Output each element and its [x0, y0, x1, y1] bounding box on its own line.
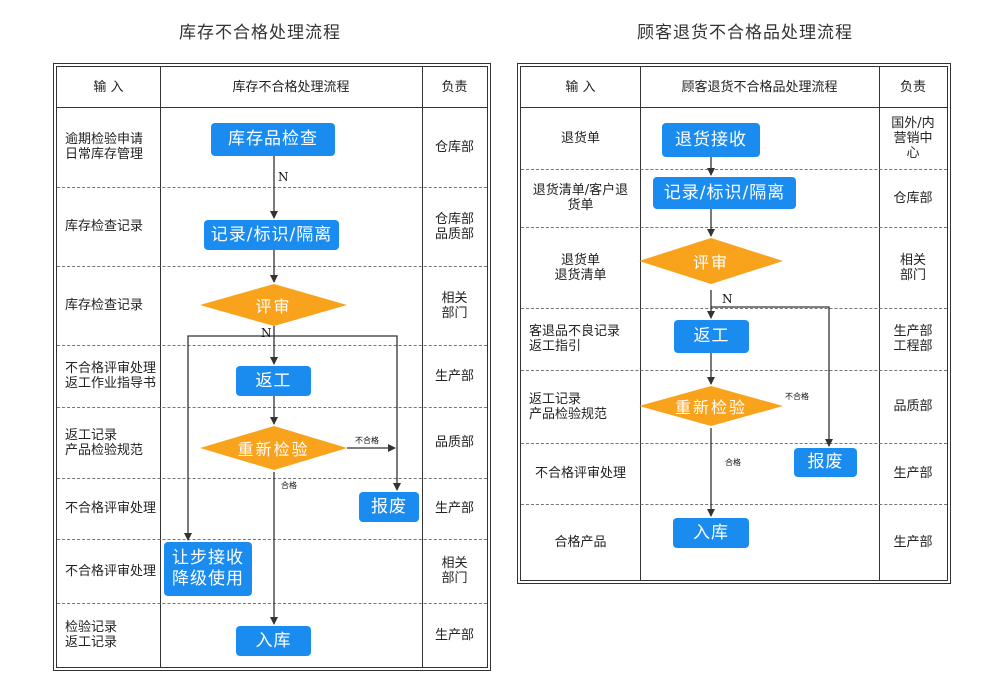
row-owner: 生产部 [434, 501, 474, 516]
right-review-diamond [639, 238, 783, 284]
right-reinspect-label: 重新检验 [674, 398, 747, 417]
row-owner: 生产部 [893, 466, 933, 481]
row-input: 退货单 [560, 130, 600, 146]
right-fail-label: 不合格 [785, 392, 809, 401]
right-reinspect-diamond [639, 386, 783, 426]
row-owner: 国外/内 营销中 心 [891, 115, 935, 161]
left-page-title: 库存不合格处理流程 [179, 23, 341, 43]
right-flow-table: 输 入 顾客退货不合格品处理流程 负责 退货单 国外/内 营销中 心 退货清单/… [520, 66, 948, 581]
row-owner: 品质部 [893, 399, 933, 414]
row-input: 库存检查记录 [65, 219, 144, 234]
left-record-node: 记录/标识/隔离 [204, 220, 339, 250]
left-check-node: 库存品检查 [211, 123, 335, 156]
left-n-label-1: N [278, 170, 289, 184]
right-receive-node: 退货接收 [662, 123, 760, 157]
row-owner: 生产部 [434, 368, 474, 384]
row-input: 不合格评审处理 [65, 563, 157, 579]
left-scrap-node: 报废 [359, 492, 419, 522]
right-record-node: 记录/标识/隔离 [653, 177, 796, 209]
left-reinspect-diamond [200, 426, 347, 470]
left-review-diamond [200, 284, 347, 326]
right-review-label: 评审 [692, 253, 729, 272]
row-input: 库存检查记录 [65, 298, 144, 313]
right-page-title: 顾客退货不合格品处理流程 [637, 23, 853, 43]
row-input: 返工记录 产品检验规范 [529, 391, 608, 422]
row-input: 客退品不良记录 返工指引 [529, 324, 621, 354]
row-owner: 生产部 工程部 [893, 324, 933, 354]
row-input: 逾期检验申请 日常库存管理 [65, 132, 144, 162]
row-input: 不合格评审处理 返工作业指导书 [65, 361, 157, 391]
left-n-label-2: N [261, 326, 272, 340]
row-owner: 相关 部门 [441, 556, 468, 586]
right-pass-label: 合格 [725, 458, 741, 467]
left-flow-table: 输 入 库存不合格处理流程 负责 逾期检验申请 日常库存管理 仓库部 库存检查记… [56, 66, 488, 668]
row-input: 不合格评审处理 [534, 466, 626, 481]
header-process: 库存不合格处理流程 [232, 79, 350, 95]
row-owner: 生产部 [893, 534, 933, 550]
branch-review-right [711, 306, 833, 447]
branch-review-left [184, 335, 274, 541]
row-input: 返工记录 产品检验规范 [65, 427, 144, 458]
row-input: 退货清单/客户退 货单 [532, 183, 629, 213]
left-concession-node: 让步接收 降级使用 [164, 542, 252, 596]
row-input: 不合格评审处理 [65, 501, 157, 516]
row-input: 合格产品 [554, 534, 607, 550]
header-owner: 负责 [899, 79, 926, 95]
header-input: 输 入 [565, 79, 596, 95]
header-process: 顾客退货不合格品处理流程 [681, 79, 838, 95]
row-owner: 品质部 [434, 435, 474, 450]
row-owner: 仓库部 [893, 190, 933, 206]
row-input: 检验记录 返工记录 [65, 620, 118, 650]
left-fail-label: 不合格 [355, 436, 379, 445]
left-review-label: 评审 [255, 297, 292, 316]
row-owner: 相关 部门 [441, 290, 468, 321]
row-owner: 仓库部 [434, 139, 474, 155]
right-scrap-node: 报废 [794, 448, 857, 477]
header-input: 输 入 [93, 79, 124, 95]
right-store-node: 入库 [673, 518, 749, 548]
right-n-label: N [722, 292, 733, 306]
left-reinspect-label: 重新检验 [237, 440, 310, 459]
row-owner: 相关 部门 [899, 252, 926, 283]
header-owner: 负责 [441, 79, 468, 95]
row-input: 退货单 退货清单 [554, 252, 607, 283]
row-owner: 仓库部 品质部 [434, 211, 474, 242]
left-pass-label: 合格 [281, 481, 297, 490]
row-owner: 生产部 [434, 627, 474, 643]
branch-review-right [274, 335, 401, 491]
left-store-node: 入库 [236, 626, 311, 656]
left-rework-node: 返工 [236, 366, 311, 396]
right-rework-node: 返工 [674, 320, 749, 353]
